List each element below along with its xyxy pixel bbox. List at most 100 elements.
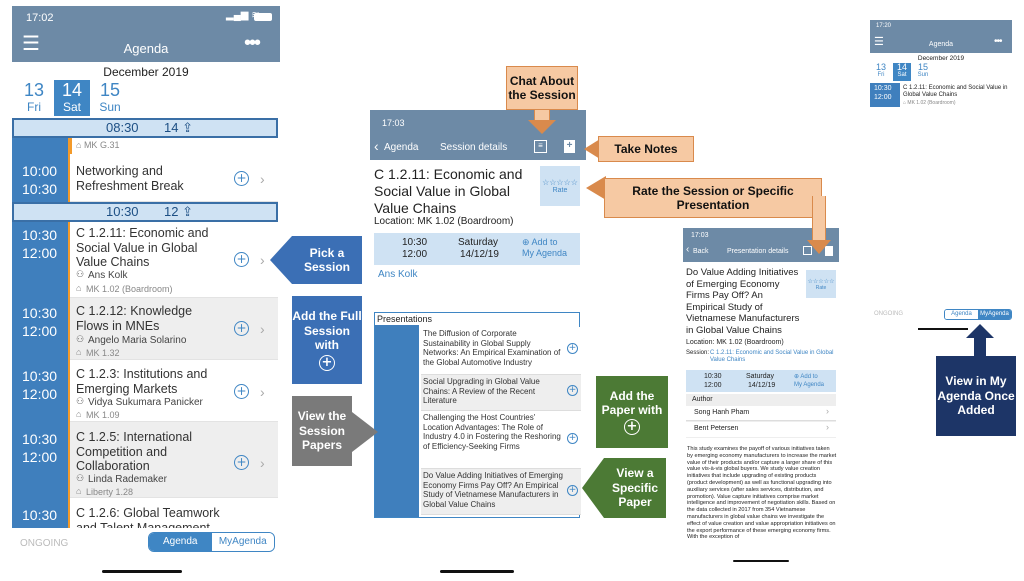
day-number: 15 [917,62,928,72]
arrow-left-icon [584,139,600,159]
back-chevron-icon[interactable]: ‹ [686,244,690,255]
more-icon[interactable]: ••• [994,36,1002,47]
time-start: 10:30 [22,507,58,523]
session-title: C 1.2.11: Economic and Social Value in G… [374,166,523,216]
timeslot-bar[interactable]: 10:30 12 ⇪ [12,202,278,222]
status-time: 17:03 [382,118,405,128]
day-sat-selected[interactable]: 14 Sat [893,63,911,81]
timeslot-bar[interactable]: 08:30 14 ⇪ [12,118,278,138]
list-item[interactable]: Challenging the Host Countries' Location… [421,411,581,469]
session-title: C 1.2.11: Economic and Social Value in G… [76,226,209,269]
room-label: ⌂ MK G.31 [76,140,120,150]
session-title: C 1.2.11: Economic and Social Value in G… [903,85,1008,98]
list-item[interactable]: The Diffusion of Corporate Sustainabilit… [421,327,581,375]
presentations-blue-column [375,325,419,517]
room-icon: ⌂ [76,486,82,496]
rate-box[interactable]: ☆☆☆☆☆ Rate [540,166,580,206]
chair-name-link[interactable]: Ans Kolk [378,269,418,280]
home-indicator [918,328,968,330]
day-number: 14 [896,62,907,72]
menu-icon[interactable]: ☰ [874,36,884,48]
seg-myagenda[interactable]: MyAgenda [978,310,1011,319]
time-start: 10:00 [22,163,58,179]
list-item[interactable]: Do Value Adding Initiatives of Emerging … [421,469,581,515]
day-fri[interactable]: 13 Fri [872,63,890,81]
callout-rate: Rate the Session or Specific Presentatio… [604,178,822,218]
back-chevron-icon[interactable]: ‹ [374,138,379,154]
day-number: 15 [99,80,121,100]
day-number: 14 [61,80,83,100]
rate-box[interactable]: ☆☆☆☆☆ Rate [806,270,836,298]
month-label: December 2019 [103,65,189,79]
session-label: Session: [686,350,710,356]
seg-myagenda[interactable]: MyAgenda [211,533,274,551]
header-title: Presentation details [727,248,789,255]
star-rating-icon: ☆☆☆☆☆ [542,178,578,187]
add-plus-icon[interactable]: + [567,433,578,444]
add-plus-icon[interactable]: + [567,343,578,354]
session-title: C 1.2.12: Knowledge Flows in MNEs [76,304,193,333]
time-column [870,83,900,107]
chevron-right-icon: › [260,171,265,187]
arrow-down-icon [807,240,831,254]
time-end: 12:00 [874,94,892,101]
time-start: 10:30 [22,305,58,321]
list-item[interactable] [70,498,278,528]
session-person: Ans Kolk [88,270,128,281]
presentation-title: Challenging the Host Countries' Location… [423,413,561,451]
chat-icon[interactable]: ≡ [534,140,547,153]
menu-icon[interactable]: ☰ [22,33,40,55]
back-button[interactable]: Agenda [384,142,419,153]
callout-pick-session: Pick a Session [292,236,362,284]
day-sat-selected[interactable]: 14 Sat [54,80,90,116]
session-room: MK 1.02 (Boardroom) [86,284,173,294]
chevron-right-icon: › [260,384,265,400]
add-plus-icon[interactable]: + [234,252,249,267]
page-title: Agenda [123,41,169,56]
add-plus-icon[interactable]: + [567,485,578,496]
add-plus-icon[interactable]: + [234,321,249,336]
list-item[interactable]: Social Upgrading in Global Value Chains:… [421,375,581,411]
seg-agenda[interactable]: Agenda [149,533,212,551]
day-sun[interactable]: 15 Sun [914,63,932,81]
presentation-title: Do Value Adding Initiatives of Emerging … [423,471,563,509]
author-name: Bent Petersen [694,425,739,432]
abstract-text: This study examines the payoff of variou… [687,446,837,541]
day-fri[interactable]: 13 Fri [16,80,52,116]
chevron-right-icon: › [260,321,265,337]
day-sun[interactable]: 15 Sun [92,80,128,116]
add-plus-icon[interactable]: + [234,455,249,470]
month-label: December 2019 [917,55,965,62]
arrow-right-icon [352,412,378,452]
callout-view-specific: View a Specific Paper [604,458,666,518]
arrow-down-icon [528,120,556,134]
more-icon[interactable]: ••• [244,32,261,54]
note-icon[interactable]: + [564,140,575,153]
add-plus-icon[interactable]: + [567,385,578,396]
author-row[interactable]: Bent Petersen › [686,422,836,437]
author-section: Author Song Hanh Pham › Bent Petersen › [686,394,836,438]
time-end: 12:00 [22,323,58,339]
person-icon: ⚇ [76,269,85,279]
day-number: 13 [875,62,886,72]
session-link[interactable]: C 1.2.11: Economic and Social Value in G… [710,350,834,363]
home-indicator [440,570,514,573]
time-start: 10:30 [874,85,892,92]
time-end: 12:00 [22,386,58,402]
session-title: C 1.2.5: International Competition and C… [76,430,193,473]
seg-agenda[interactable]: Agenda [945,310,978,319]
back-button[interactable]: Back [693,248,709,255]
page-title: Agenda [928,41,954,48]
time-end: 12:00 [402,249,428,260]
author-row[interactable]: Song Hanh Pham › [686,406,836,421]
session-room: ⌂ MK 1.02 (Boardroom) [903,100,956,106]
location-label: Location: MK 1.02 (Boardroom) [374,216,514,227]
list-item[interactable]: 10:30 12:00 C 1.2.11: Economic and Socia… [870,83,1012,107]
session-room: MK 1.09 [86,410,120,420]
small-agenda-header: 17:20 ☰ Agenda ••• [870,20,1012,53]
add-plus-icon[interactable]: + [234,384,249,399]
add-plus-icon[interactable]: + [234,171,249,186]
